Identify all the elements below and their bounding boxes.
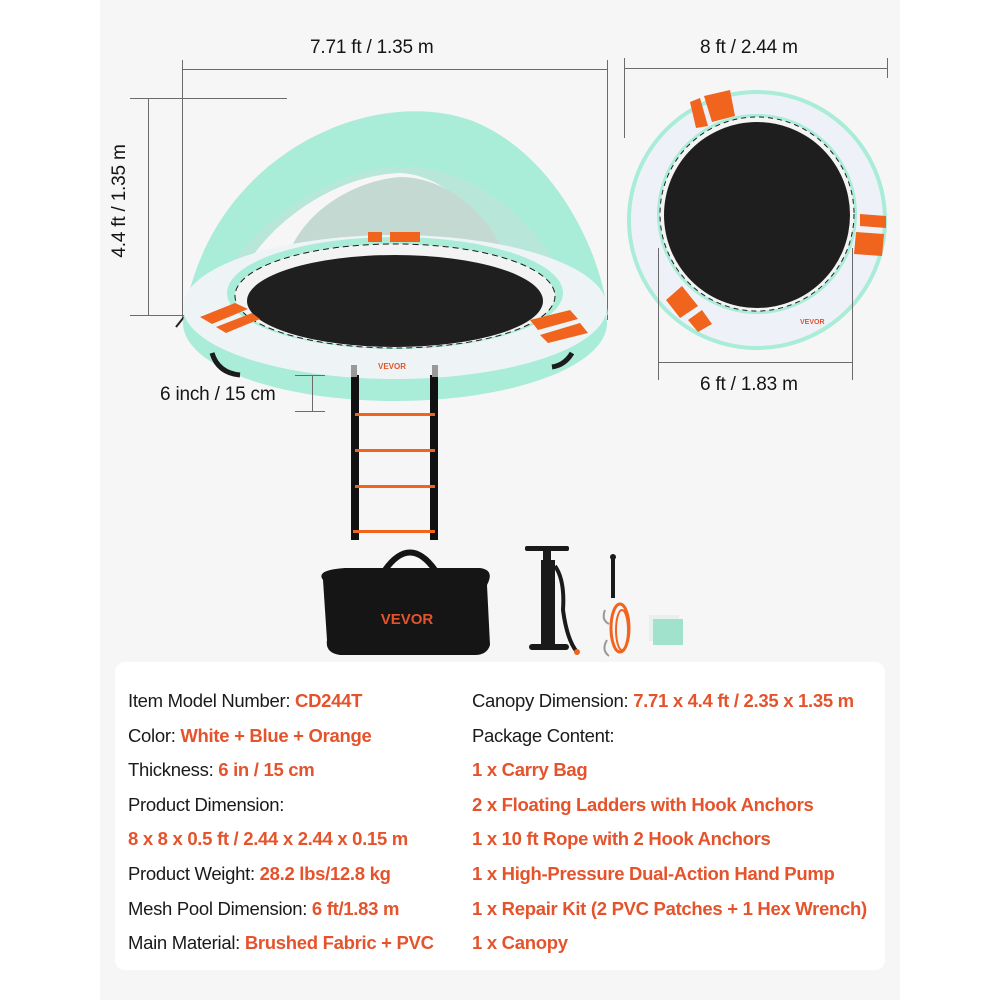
mesh-trampoline [247,255,543,347]
floating-ladder [351,365,438,540]
specs-left-column: Item Model Number: CD244T Color: White +… [128,684,434,961]
float-logo: VEVOR [800,319,825,326]
package-item-carry-bag: 1 x Carry Bag [472,759,588,781]
package-item-ladders: 2 x Floating Ladders with Hook Anchors [472,793,814,815]
orange-stripe [666,286,698,318]
orange-stripe [688,310,712,332]
float-logo: VEVOR [378,362,406,371]
orange-stripe [368,232,382,242]
mesh-diameter-line [658,362,853,363]
spec-product-dimension-label: Product Dimension: [128,793,285,815]
rope-with-hooks [602,602,631,657]
hex-wrench [610,554,616,598]
orange-stripe [530,310,578,330]
package-item-pump: 1 x High-Pressure Dual-Action Hand Pump [472,862,835,884]
floating-platform-side-view: VEVOR [175,111,608,540]
spec-product-weight: Product Weight: 28.2 lbs/12.8 kg [128,862,391,884]
spec-package-content-label: Package Content: [472,724,615,746]
canopy-width-line [182,69,608,70]
spec-thickness: Thickness: 6 in / 15 cm [128,759,315,781]
canopy-height-line [148,98,149,315]
canopy-window [290,177,500,250]
orange-stripe [704,90,735,122]
outer-diameter-label: 8 ft / 2.44 m [700,37,798,58]
orange-stripe [200,303,248,324]
outer-diameter-tick-left [624,58,625,138]
canopy [184,111,608,317]
carry-bag: VEVOR [321,549,490,655]
mesh-diameter-label: 6 ft / 1.83 m [700,374,798,395]
orange-stripe [540,323,588,343]
mesh-trampoline [664,122,850,308]
thickness-line [312,375,313,411]
orange-stripe [216,313,260,333]
spec-model-number: Item Model Number: CD244T [128,690,363,711]
orange-stripe [854,232,884,256]
outer-diameter-line [624,68,888,69]
outer-diameter-tick-right [887,58,888,78]
canopy-height-tick-bottom [130,315,185,316]
thickness-tick-bottom [295,411,325,412]
package-item-rope: 1 x 10 ft Rope with 2 Hook Anchors [472,828,771,850]
package-item-repair-kit: 1 x Repair Kit (2 PVC Patches + 1 Hex Wr… [472,897,867,919]
mesh-diameter-tick-right [852,248,853,380]
orange-stripe [690,98,708,128]
bag-logo: VEVOR [381,611,434,628]
orange-stripe [860,214,886,228]
specs-right-column: Canopy Dimension: 7.71 x 4.4 ft / 2.35 x… [472,684,867,961]
orange-stripe [390,232,420,242]
spec-mesh-pool-dimension: Mesh Pool Dimension: 6 ft/1.83 m [128,897,400,919]
side-handle [209,352,241,378]
thickness-tick-top [295,375,325,376]
spec-canopy-dimension: Canopy Dimension: 7.71 x 4.4 ft / 2.35 x… [472,690,854,711]
package-contents-illustration: VEVOR [321,546,683,657]
spec-product-dimension-value: 8 x 8 x 0.5 ft / 2.44 x 2.44 x 0.15 m [128,828,408,850]
spec-color: Color: White + Blue + Orange [128,724,372,746]
canopy-width-tick-left [182,60,183,320]
hand-pump [525,546,580,655]
spec-main-material: Main Material: Brushed Fabric + PVC [128,932,434,954]
canopy-width-label: 7.71 ft / 1.35 m [310,37,434,58]
thickness-label: 6 inch / 15 cm [160,384,276,405]
floating-platform-top-view: VEVOR [627,90,887,350]
mesh-diameter-tick-left [658,248,659,380]
canopy-width-tick-right [607,60,608,320]
pvc-patches [649,615,683,645]
canopy-height-label: 4.4 ft / 1.35 m [109,144,130,258]
package-item-canopy: 1 x Canopy [472,932,568,954]
canopy-height-tick-top [130,98,287,99]
side-handle [551,351,575,370]
specifications-panel: Item Model Number: CD244T Color: White +… [115,662,885,970]
